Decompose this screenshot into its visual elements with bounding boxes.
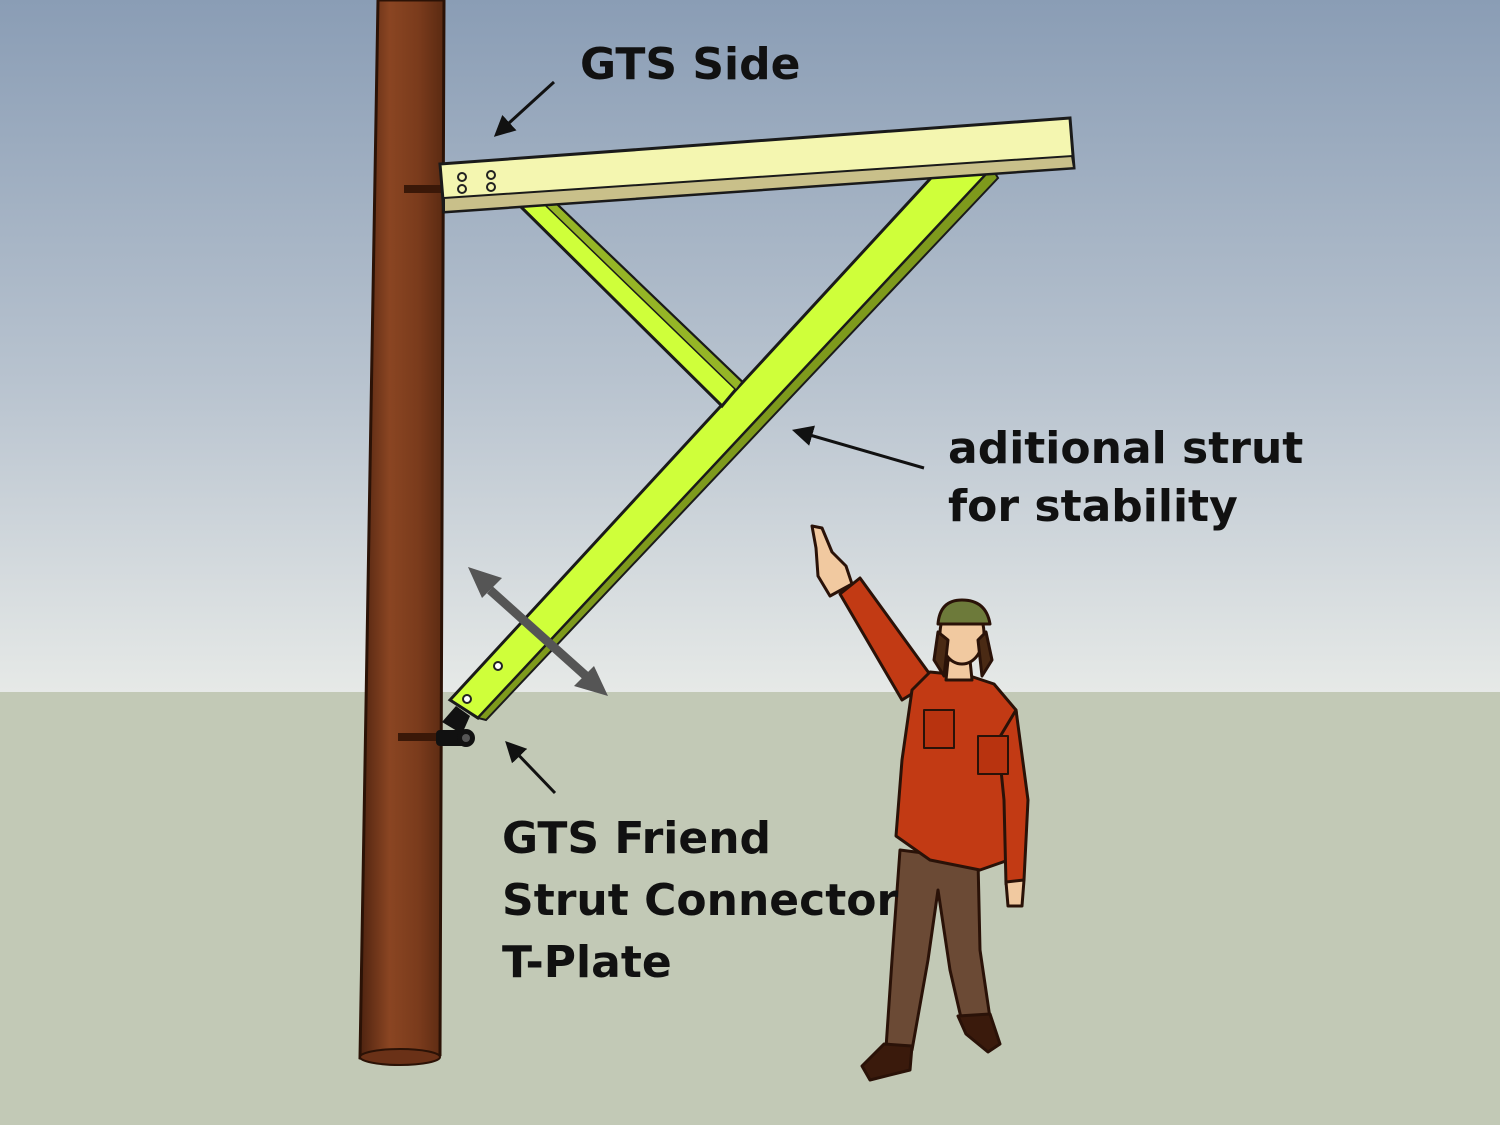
- wooden-pole: [358, 0, 446, 1066]
- label-additional-strut-line-2: for stability: [948, 481, 1238, 532]
- person-pointing: [810, 524, 1030, 1082]
- label-connector-line-2: Strut Connector: [502, 875, 899, 926]
- label-additional-strut-line-1: aditional strut: [948, 423, 1304, 474]
- label-connector-line-1: GTS Friend: [502, 813, 772, 864]
- sky: [0, 0, 1500, 692]
- arrow-connector: [505, 740, 557, 795]
- arrow-gts-side: [493, 80, 556, 137]
- label-gts-side-text: GTS Side: [580, 39, 801, 90]
- horizontal-beam: [438, 116, 1076, 214]
- label-gts-side: GTS Side: [580, 38, 800, 92]
- label-additional-strut: aditional strut for stability: [948, 420, 1303, 536]
- label-connector: GTS Friend Strut Connector T-Plate: [502, 808, 898, 994]
- label-connector-line-3: T-Plate: [502, 937, 672, 988]
- movement-double-arrow: [468, 567, 608, 696]
- arrow-additional-strut: [791, 425, 925, 470]
- ground: [0, 692, 1500, 1125]
- t-plate-connector: [436, 706, 475, 747]
